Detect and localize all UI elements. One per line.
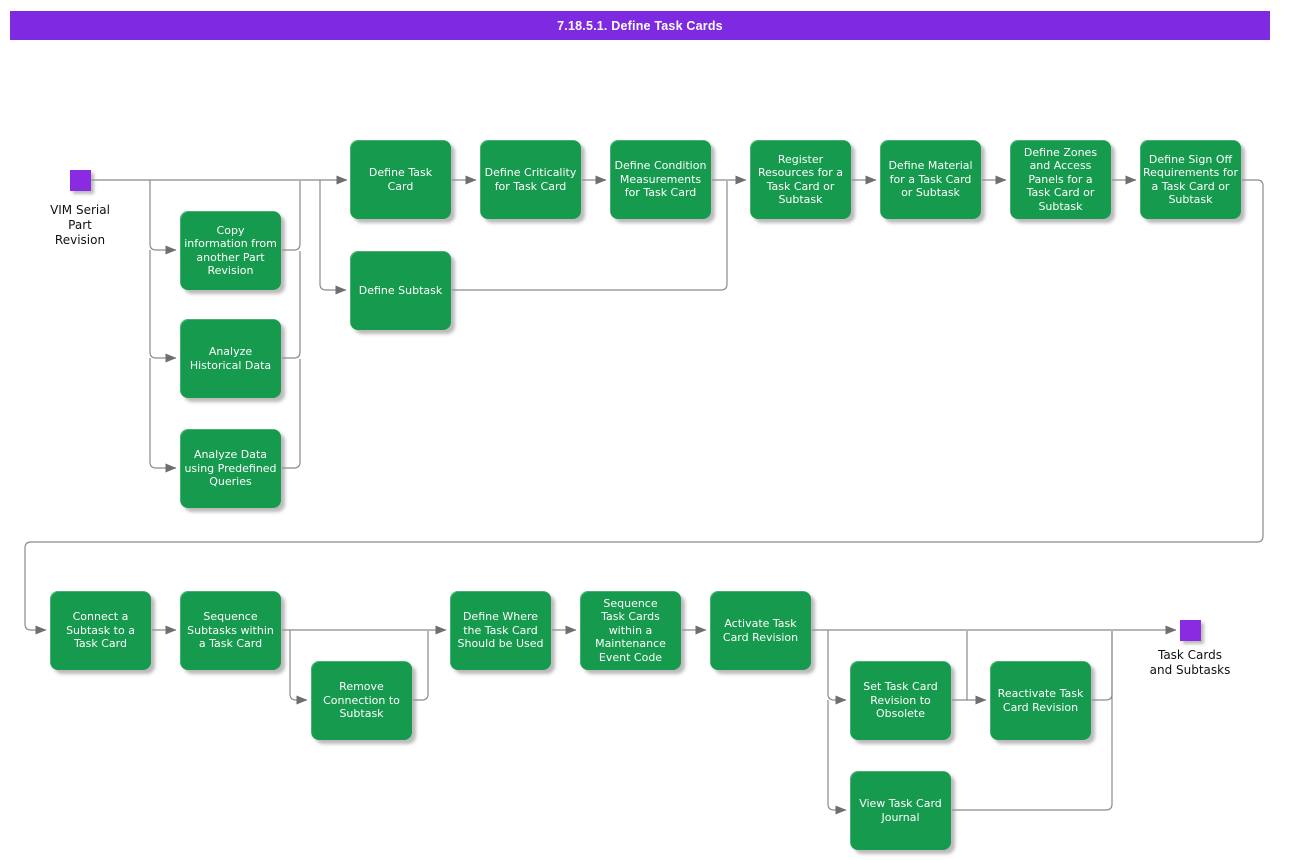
node-register-resources[interactable]: Register Resources for a Task Card or Su… (750, 140, 851, 219)
node-define-material[interactable]: Define Material for a Task Card or Subta… (880, 140, 981, 219)
node-activate-revision[interactable]: Activate Task Card Revision (710, 591, 811, 670)
node-label: Define Material for a Task Card or Subta… (888, 159, 973, 200)
connector-line (149, 250, 177, 363)
node-label: Sequence Task Cards within a Maintenance… (595, 596, 666, 664)
node-remove-connection[interactable]: Remove Connection to Subtask (311, 661, 412, 740)
node-define-sign-off[interactable]: Define Sign Off Requirements for a Task … (1140, 140, 1241, 219)
connector-line (149, 180, 177, 255)
node-label: Register Resources for a Task Card or Su… (757, 152, 844, 207)
connector-line (282, 359, 301, 469)
connector-line (452, 181, 728, 291)
node-label: Define Where the Task Card Should be Use… (457, 610, 544, 651)
node-label: Copy information from another Part Revis… (184, 223, 277, 278)
connector-line (413, 631, 429, 701)
node-label: Set Task Card Revision to Obsolete (863, 680, 938, 721)
connector-line (1092, 631, 1113, 701)
page-title-bar: 7.18.5.1. Define Task Cards (10, 11, 1270, 40)
node-label: Remove Connection to Subtask (323, 680, 400, 721)
connector-line (149, 358, 177, 473)
node-copy-information[interactable]: Copy information from another Part Revis… (180, 211, 281, 290)
node-view-journal[interactable]: View Task Card Journal (850, 771, 951, 850)
node-label: Connect a Subtask to a Task Card (66, 610, 135, 651)
start-terminal-square[interactable] (70, 170, 91, 191)
page-title: 7.18.5.1. Define Task Cards (557, 18, 723, 33)
node-define-subtask[interactable]: Define Subtask (350, 251, 451, 330)
node-connect-subtask[interactable]: Connect a Subtask to a Task Card (50, 591, 151, 670)
connector-line (952, 631, 1113, 811)
node-label: Reactivate Task Card Revision (997, 687, 1084, 714)
connector-line (282, 181, 301, 251)
node-label: Define Subtask (358, 283, 443, 297)
connector-line (827, 630, 847, 705)
end-terminal-label: Task Cards and Subtasks (1149, 648, 1231, 677)
node-reactivate-revision[interactable]: Reactivate Task Card Revision (990, 661, 1091, 740)
node-analyze-historical[interactable]: Analyze Historical Data (180, 319, 281, 398)
node-define-where-used[interactable]: Define Where the Task Card Should be Use… (450, 591, 551, 670)
node-sequence-task-cards[interactable]: Sequence Task Cards within a Maintenance… (580, 591, 681, 670)
node-label: Sequence Subtasks within a Task Card (187, 610, 274, 651)
connector-line (24, 179, 1264, 635)
node-label: Define Criticality for Task Card (484, 166, 577, 193)
node-label: Analyze Data using Predefined Queries (184, 448, 277, 489)
node-sequence-subtasks[interactable]: Sequence Subtasks within a Task Card (180, 591, 281, 670)
end-terminal-square[interactable] (1180, 620, 1201, 641)
node-label: Activate Task Card Revision (722, 617, 799, 644)
node-label: Define Zones and Access Panels for a Tas… (1023, 145, 1098, 213)
connector-line (282, 251, 301, 359)
node-label: Define Sign Off Requirements for a Task … (1142, 152, 1239, 207)
start-terminal-label: VIM Serial Part Revision (50, 203, 110, 247)
node-label: Analyze Historical Data (189, 345, 272, 372)
connector-line (827, 700, 847, 815)
node-label: Define Task Card (368, 166, 433, 193)
node-define-condition[interactable]: Define Condition Measurements for Task C… (610, 140, 711, 219)
connector-line (289, 630, 308, 705)
connector-line (319, 180, 347, 295)
node-set-obsolete[interactable]: Set Task Card Revision to Obsolete (850, 661, 951, 740)
node-define-zones[interactable]: Define Zones and Access Panels for a Tas… (1010, 140, 1111, 219)
node-analyze-data-queries[interactable]: Analyze Data using Predefined Queries (180, 429, 281, 508)
node-define-task-card[interactable]: Define Task Card (350, 140, 451, 219)
node-label: Define Condition Measurements for Task C… (614, 159, 707, 200)
node-define-criticality[interactable]: Define Criticality for Task Card (480, 140, 581, 219)
node-label: View Task Card Journal (859, 797, 942, 824)
